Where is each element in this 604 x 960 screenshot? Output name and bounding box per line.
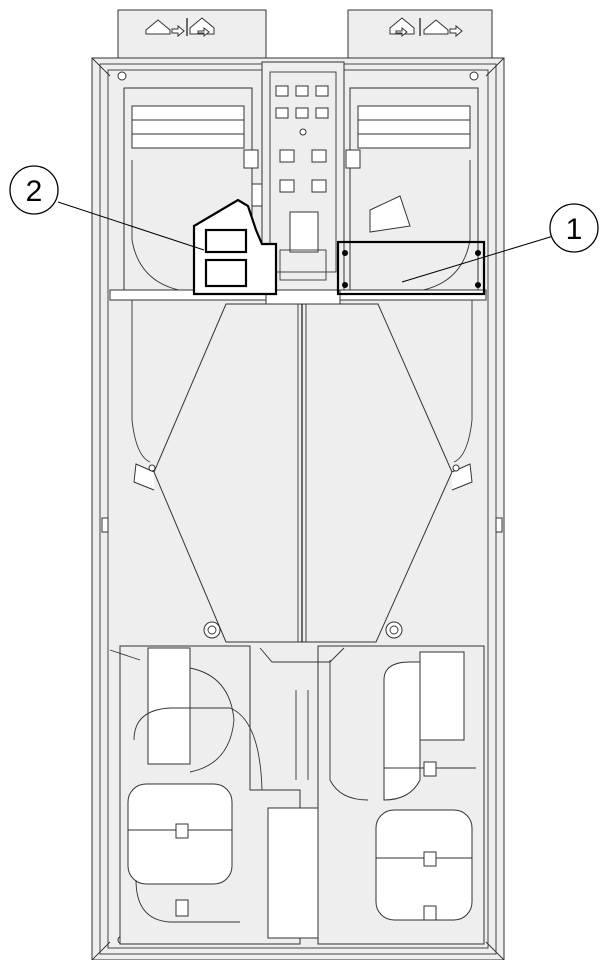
heat-exchanger [131, 300, 473, 643]
callout-2-number: 2 [26, 175, 43, 208]
lower-right-fan-bay [259, 645, 485, 945]
callout-2: 2 [9, 165, 205, 251]
control-board-module [336, 240, 486, 296]
connector-bracket [192, 198, 278, 296]
upper-right-fan-bay [345, 87, 479, 299]
callout-1-number: 1 [566, 213, 583, 246]
lower-left-fan-bay [109, 645, 301, 945]
callout-1: 1 [401, 203, 599, 283]
divider-rail [109, 289, 487, 305]
exhaust-air-arrow-icon [389, 17, 463, 38]
outdoor-air-arrow-icon [145, 17, 215, 38]
